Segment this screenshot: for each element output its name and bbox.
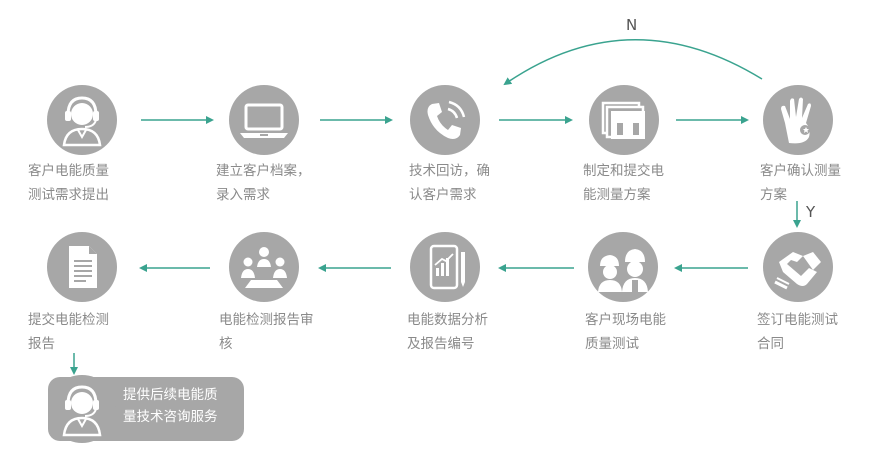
meeting-icon [241,247,287,288]
step-8-label: 电能数据分析 及报告编号 [407,312,488,352]
step-3-node [410,85,480,155]
step-4-node [589,85,659,155]
step-8-node [410,232,480,302]
final-label: 提供后续电能质 量技术咨询服务 [123,387,218,425]
step-1-node [47,85,117,155]
report-document-icon [69,246,97,288]
handshake-icon [774,252,821,290]
step-5-node [763,85,833,155]
phone-call-icon [427,100,466,139]
workers-helmet-icon [598,249,648,292]
step-6-node [763,232,833,302]
tablet-chart-icon [429,244,465,290]
step-7-node [588,232,658,302]
customer-service-headset-icon [62,385,102,437]
final-node [48,375,116,443]
step-7-label: 客户现场电能 质量测试 [585,312,666,352]
step-4-label: 制定和提交电 能测量方案 [583,163,664,203]
step-9-node [229,232,299,302]
no-label: N [626,16,638,34]
document-stack-icon [601,101,645,139]
step-2-node [229,85,299,155]
step-1-label: 客户电能质量 测试需求提出 [28,163,109,203]
step-5-label: 客户确认测量 方案 [760,163,841,203]
ok-hand-icon [781,97,811,144]
step-2-label: 建立客户档案， 录入需求 [216,163,311,203]
step-9-label: 电能检测报告审 核 [219,312,314,352]
laptop-icon [240,103,288,138]
step-10-label: 提交电能检测 报告 [28,312,109,352]
customer-service-headset-icon [62,96,102,147]
yes-label: Y [806,203,816,221]
step-3-label: 技术回访，确 认客户需求 [409,163,490,203]
arrow-no-feedback [503,39,763,86]
step-10-node [47,232,117,302]
step-6-label: 签订电能测试 合同 [757,312,838,352]
